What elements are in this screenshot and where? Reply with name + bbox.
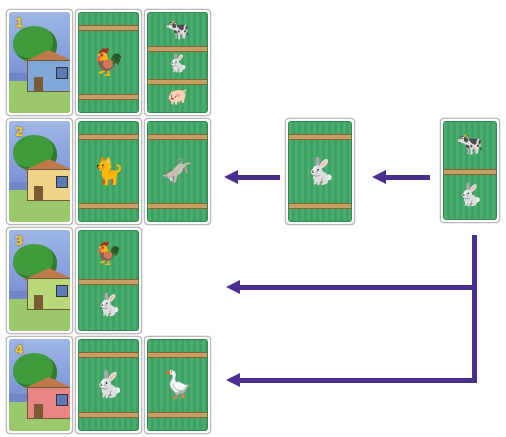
arrow-trunk [472,235,477,383]
donkey-icon: 🫏 [161,156,194,187]
animal-card[interactable]: 🐈 [75,118,142,225]
farm-number: 2 [15,125,24,139]
arrowhead-left-icon [372,170,386,184]
farm-card-3[interactable]: 3 [6,227,73,334]
cow-icon: 🐄 [456,132,484,158]
arrowhead-left-icon [224,170,238,184]
house-icon [27,169,70,201]
house-icon [27,387,70,419]
farm-number: 1 [15,16,24,30]
farm-number: 4 [15,343,24,357]
arrow-to-row-2 [236,175,280,180]
animal-card[interactable]: 🫏 [144,118,211,225]
rooster-icon: 🐓 [94,241,123,267]
farm-number: 3 [15,234,24,248]
arrow-to-row-4 [238,378,477,383]
cat-icon: 🐈 [92,156,125,187]
rabbit-icon: 🐇 [166,52,189,74]
pig-icon: 🐖 [167,87,188,107]
arrow-to-middle-card [384,175,430,180]
middle-card[interactable]: 🐇 [285,118,355,225]
animal-card[interactable]: 🪿 [144,336,211,434]
rabbit-icon: 🐇 [94,293,123,319]
cow-icon: 🐄 [165,17,190,42]
rabbit-icon: 🐇 [303,156,337,187]
farm-card-4[interactable]: 4 [6,336,73,434]
rabbit-icon: 🐇 [92,370,125,400]
animal-card[interactable]: 🐓 [75,9,142,116]
house-icon [27,278,70,310]
arrowhead-left-icon [226,280,240,294]
farm-card-1[interactable]: 1 [6,9,73,116]
source-card[interactable]: 🐄 🐇 [440,118,500,223]
animal-card[interactable]: 🐇 [75,336,142,434]
rabbit-icon: 🐇 [456,182,484,208]
animal-card[interactable]: 🐓 🐇 [75,227,142,334]
rooster-icon: 🐓 [92,47,125,78]
goose-icon: 🪿 [161,370,194,400]
house-icon [27,60,70,92]
farm-card-2[interactable]: 2 [6,118,73,225]
animal-card[interactable]: 🐄 🐇 🐖 [144,9,211,116]
arrow-to-row-3 [238,285,477,290]
arrowhead-left-icon [226,373,240,387]
